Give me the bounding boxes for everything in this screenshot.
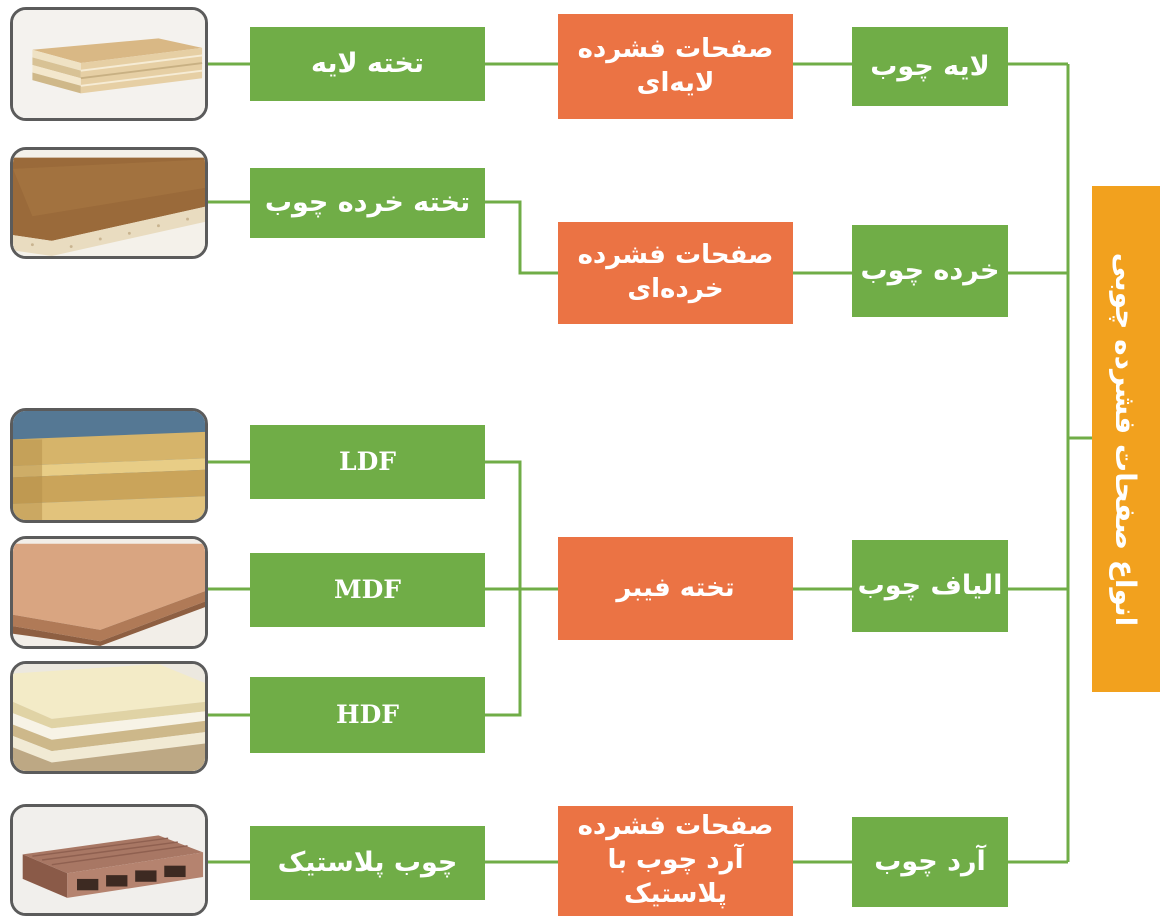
node-particle-boards: صفحات فشرده خرده‌ای <box>558 222 793 324</box>
node-particleboard: تخته خرده چوب <box>250 168 485 238</box>
node-laminated-boards: صفحات فشرده لایه‌ای <box>558 14 793 119</box>
hdf-image <box>10 661 208 774</box>
node-mdf: MDF <box>250 553 485 627</box>
node-ldf: LDF <box>250 425 485 499</box>
root-node: انواع صفحات فشرده چوبی <box>1092 186 1160 692</box>
node-veneer: لایه چوب <box>852 27 1008 106</box>
mdf-image <box>10 536 208 649</box>
root-label: انواع صفحات فشرده چوبی <box>1109 252 1143 626</box>
node-wood-flour: آرد چوب <box>852 817 1008 907</box>
node-wood-chips: خرده چوب <box>852 225 1008 317</box>
particleboard-image <box>10 147 208 259</box>
wood-plastic-image <box>10 804 208 916</box>
node-wood-fibers: الیاف چوب <box>852 540 1008 632</box>
node-wood-plastic-boards: صفحات فشرده آرد چوب با پلاستیک <box>558 806 793 916</box>
node-hdf: HDF <box>250 677 485 753</box>
plywood-image <box>10 7 208 121</box>
node-wood-plastic-composite: چوب پلاستیک <box>250 826 485 900</box>
node-fiberboard: تخته فیبر <box>558 537 793 640</box>
ldf-image <box>10 408 208 523</box>
node-plywood: تخته لایه <box>250 27 485 101</box>
